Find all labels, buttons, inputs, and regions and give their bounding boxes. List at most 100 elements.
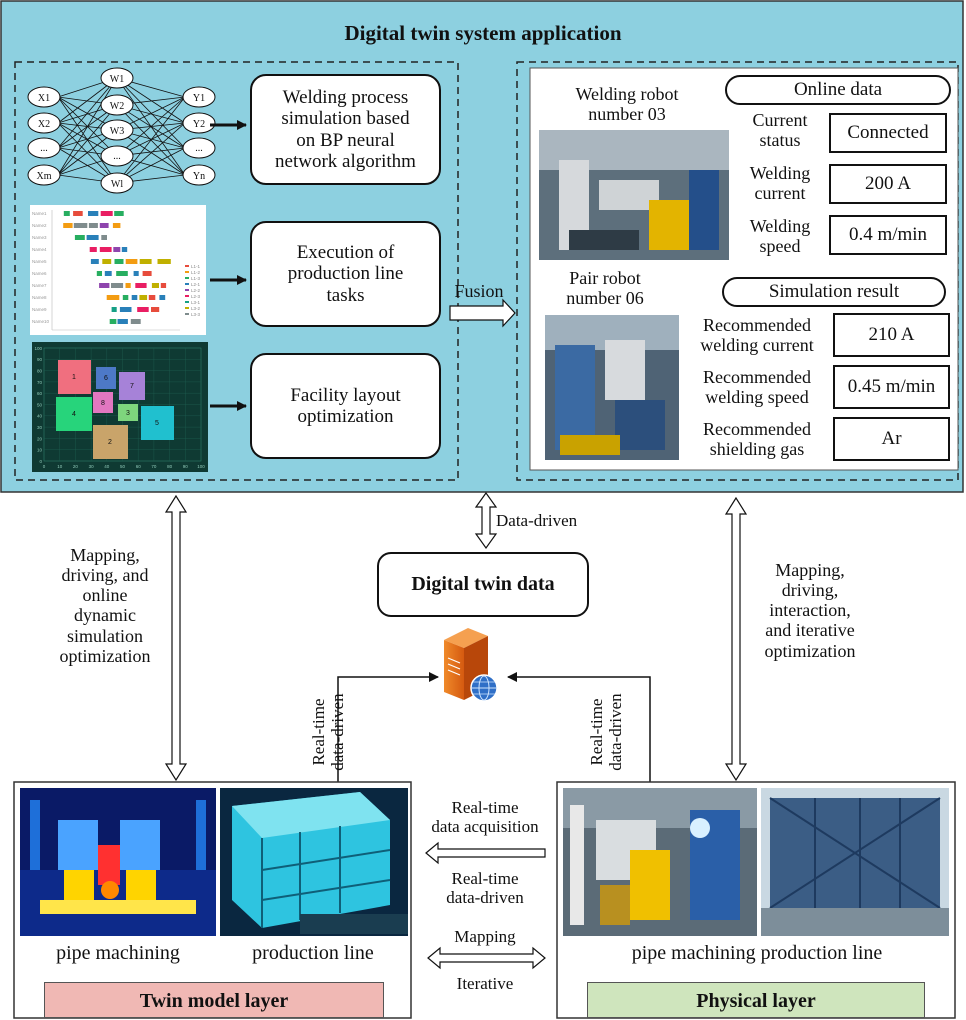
facility-label-1: 1 <box>72 374 76 381</box>
layout-x-tick: 20 <box>73 464 79 469</box>
gantt-bar <box>106 295 120 300</box>
mid-acquisition-label: Real-time data acquisition <box>431 798 539 837</box>
execution-box: Execution of production line tasks <box>250 221 441 327</box>
gantt-bar <box>99 283 110 288</box>
layout-x-tick: 10 <box>57 464 63 469</box>
gantt-bar <box>121 247 128 252</box>
facility-8 <box>93 392 113 413</box>
online-data-title-text: Online data <box>793 79 883 101</box>
server-icon <box>444 628 498 702</box>
gantt-bar <box>117 319 128 324</box>
gantt-bar <box>109 319 117 324</box>
gantt-bar <box>157 259 171 264</box>
layout-y-tick: 90 <box>37 357 43 362</box>
layout-x-tick: 70 <box>151 464 157 469</box>
gantt-bar <box>73 211 83 216</box>
facility-label-8: 8 <box>101 400 105 407</box>
physical-panel <box>556 781 956 1019</box>
right-double-arrow <box>724 496 748 782</box>
gantt-bar <box>86 235 99 240</box>
layout-x-tick: 90 <box>183 464 189 469</box>
nn-output-n: Yn <box>193 171 205 182</box>
facility-text: Facility layout optimization <box>290 384 401 427</box>
gantt-bar <box>111 307 117 312</box>
gantt-bar <box>113 247 121 252</box>
arrow-twin-to-server <box>337 672 439 782</box>
facility-5 <box>141 406 174 440</box>
nn-output-3: ... <box>195 143 203 154</box>
rt-right-label: Real-time data-driven <box>586 693 625 771</box>
gantt-bar <box>89 247 97 252</box>
twin-scene-image-1 <box>20 788 216 936</box>
fusion-arrow <box>449 298 516 328</box>
gantt-bar <box>73 223 88 228</box>
gantt-bar <box>99 247 112 252</box>
digital-twin-data-text: Digital twin data <box>411 573 555 596</box>
gantt-bar <box>101 235 107 240</box>
gantt-bar <box>135 283 147 288</box>
gantt-legend-entry: L2-3 <box>191 294 201 299</box>
fusion-label: Fusion <box>454 281 504 301</box>
welding-speed-value: 0.4 m/min <box>829 215 947 255</box>
gantt-bar <box>142 271 152 276</box>
center-double-arrow <box>474 491 498 550</box>
gantt-bar <box>63 211 70 216</box>
rec-current-label: Recommended welding current <box>700 315 814 356</box>
rt-left-label: Real-time data-driven <box>308 693 347 771</box>
arrow-physical-to-server <box>507 672 651 782</box>
layout-x-tick: 30 <box>89 464 95 469</box>
gantt-bar <box>111 283 124 288</box>
simulation-result-title: Simulation result <box>722 277 946 307</box>
layout-x-tick: 40 <box>104 464 110 469</box>
rec-gas-label: Recommended shielding gas <box>703 419 811 460</box>
gantt-bar <box>114 259 124 264</box>
gantt-bar <box>100 211 113 216</box>
layout-x-tick: 0 <box>43 464 46 469</box>
gantt-row-labels: Name1 Name2 Name3 Name4 Name5 Name6 Name… <box>32 211 50 324</box>
gantt-bar <box>148 295 156 300</box>
layout-y-tick: 70 <box>37 380 43 385</box>
twin-caption-2: production line <box>252 942 374 964</box>
gantt-bar <box>131 295 138 300</box>
arrow-to-twin <box>425 841 546 865</box>
gantt-bar <box>88 223 98 228</box>
facility-label-3: 3 <box>126 410 130 417</box>
layout-y-tick: 50 <box>37 402 43 407</box>
facility-label-4: 4 <box>72 411 76 418</box>
layout-x-tick: 100 <box>197 464 205 469</box>
nn-input-3: ... <box>40 143 48 154</box>
gantt-bar <box>159 295 166 300</box>
current-status-label: Current status <box>752 110 808 151</box>
facility-label-5: 5 <box>155 420 159 427</box>
welding-current-label: Welding current <box>749 163 811 204</box>
gantt-label: Name6 <box>32 271 47 276</box>
nn-hidden-4: ... <box>113 151 121 162</box>
gantt-label: Name3 <box>32 235 47 240</box>
layout-y-tick: 30 <box>37 425 43 430</box>
facility-3 <box>118 404 138 421</box>
facility-1 <box>58 360 91 394</box>
facility-4 <box>56 397 92 431</box>
pair-robot-label: Pair robot number 06 <box>566 268 644 309</box>
gantt-label: Name7 <box>32 283 47 288</box>
online-data-title: Online data <box>725 75 951 105</box>
twin-caption-1: pipe machining <box>56 942 180 964</box>
twin-model-panel <box>13 781 412 1019</box>
rec-current-value: 210 A <box>833 313 950 357</box>
top-title: Digital twin system application <box>344 21 622 45</box>
gantt-label: Name4 <box>32 247 47 252</box>
neural-network-diagram: X1 X2 ... Xm W1 W2 W3 ... Wl Y1 Y2 ... Y… <box>27 67 216 194</box>
gantt-label: Name10 <box>32 319 50 324</box>
gantt-legend-entry: L3-3 <box>191 312 201 317</box>
pair-robot-photo <box>545 315 679 460</box>
facility-2 <box>93 425 128 459</box>
facility-box: Facility layout optimization <box>250 353 441 459</box>
nn-hidden-3: W3 <box>110 126 124 137</box>
nn-hidden-1: W1 <box>110 74 124 85</box>
gantt-legend-entry: L2-2 <box>191 288 201 293</box>
mapping-double-arrow <box>427 946 546 970</box>
simulation-result-title-text: Simulation result <box>768 281 900 303</box>
current-status-value: Connected <box>829 113 947 153</box>
gantt-legend: L1-1 L1-2 L1-3 L2-1 L2-2 L2-3 L3-1 L3-2 … <box>185 264 201 317</box>
